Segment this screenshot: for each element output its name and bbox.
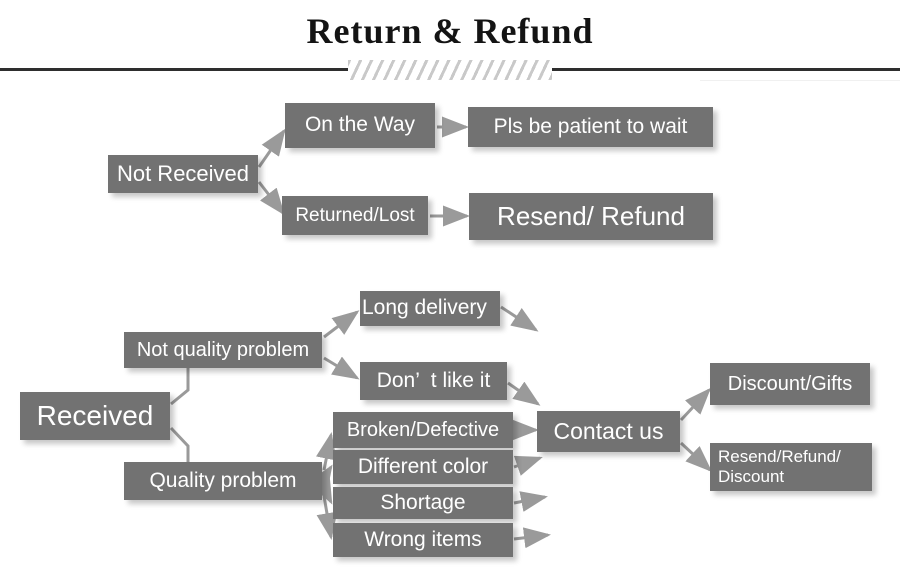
- node-contact-us[interactable]: Contact us: [537, 411, 680, 452]
- node-resend-refund-discount[interactable]: Resend/Refund/ Discount: [710, 443, 872, 491]
- node-not-received[interactable]: Not Received: [108, 155, 258, 193]
- node-received[interactable]: Received: [20, 392, 170, 440]
- node-different-color[interactable]: Different color: [333, 450, 513, 484]
- page-title: Return & Refund: [306, 11, 594, 51]
- node-quality-problem[interactable]: Quality problem: [124, 462, 322, 500]
- node-dont-like-it[interactable]: Don’ t like it: [360, 362, 507, 400]
- divider-rule-left: [0, 68, 348, 71]
- divider-rule-faint: [700, 80, 900, 81]
- node-on-the-way[interactable]: On the Way: [285, 103, 435, 148]
- node-shortage[interactable]: Shortage: [333, 487, 513, 519]
- node-resend-refund[interactable]: Resend/ Refund: [469, 193, 713, 240]
- node-not-quality-problem[interactable]: Not quality problem: [124, 332, 322, 368]
- node-broken-defective[interactable]: Broken/Defective: [333, 412, 513, 448]
- node-wrong-items[interactable]: Wrong items: [333, 523, 513, 557]
- node-discount-gifts[interactable]: Discount/Gifts: [710, 363, 870, 405]
- divider-hatch-ornament: [348, 60, 552, 80]
- divider-rule-right: [552, 68, 900, 71]
- node-long-delivery[interactable]: Long delivery: [360, 291, 500, 326]
- node-returned-lost[interactable]: Returned/Lost: [282, 196, 428, 235]
- node-pls-be-patient-to-wait[interactable]: Pls be patient to wait: [468, 107, 713, 147]
